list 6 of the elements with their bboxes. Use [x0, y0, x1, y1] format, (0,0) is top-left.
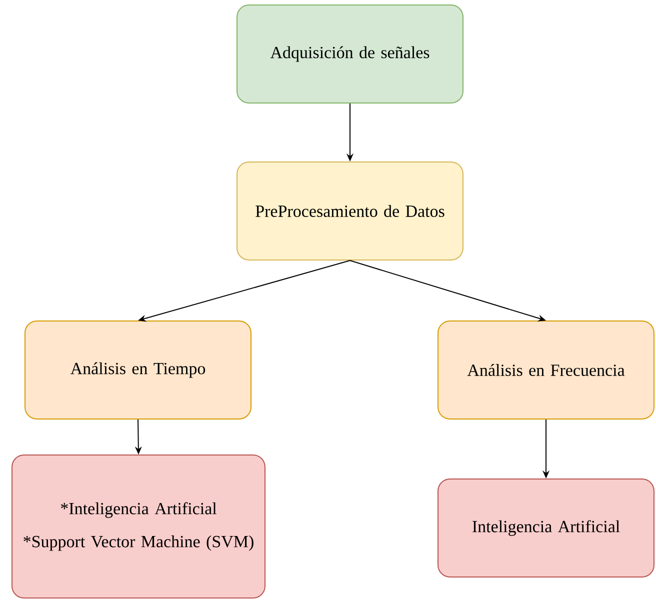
process-box: Análisis en Tiempo [24, 320, 252, 420]
process-box: Adquisición de señales [236, 4, 464, 104]
process-box: Inteligencia Artificial [438, 478, 654, 578]
process-box: Análisis en Frecuencia [438, 320, 654, 420]
process-box: PreProcesamiento de Datos [236, 162, 464, 260]
process-box: *Inteligencia Artificial *Support Vector Machine (SVM) [12, 454, 266, 598]
